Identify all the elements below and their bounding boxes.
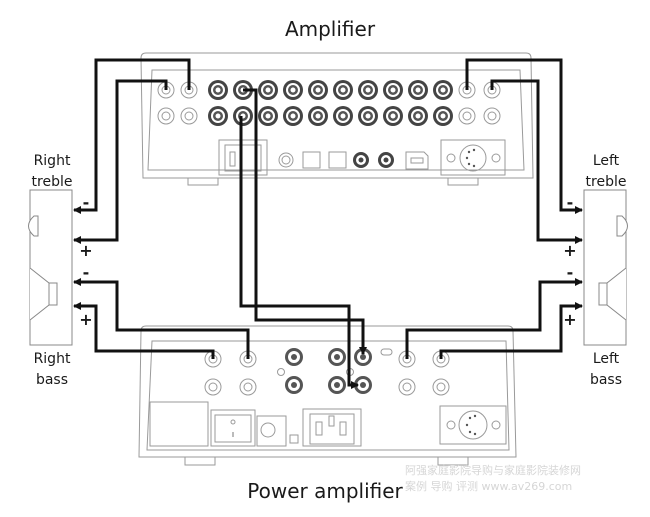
right-speaker xyxy=(28,189,73,346)
power-amp-fuse-holder xyxy=(256,415,287,447)
rca-jack xyxy=(333,106,353,126)
right-bass-label-line2: bass xyxy=(36,372,68,388)
rca-jack xyxy=(233,106,253,126)
watermark-line1: 阿强家庭影院导购与家庭影院装修网 xyxy=(405,463,581,477)
amplifier-foot-right xyxy=(447,177,479,186)
rca-jack xyxy=(408,80,428,100)
rca-jack xyxy=(308,80,328,100)
wire-left-bass-positive xyxy=(439,302,583,359)
amp-rca-jacks xyxy=(208,80,453,126)
rca-jack xyxy=(258,106,278,126)
right-treble-negative-sign: - xyxy=(83,193,90,212)
right-treble-label-line2: treble xyxy=(32,174,73,190)
right-tweeter-icon xyxy=(28,215,39,237)
amp-trigger-jack xyxy=(278,152,294,168)
amp-power-inlet xyxy=(218,139,268,176)
amplifier-unit xyxy=(140,52,534,186)
rca-jack xyxy=(433,106,453,126)
right-treble-positive-sign: + xyxy=(79,241,92,260)
amp-coax-jacks xyxy=(353,152,394,168)
power-amplifier-unit xyxy=(138,325,517,466)
power-switch xyxy=(210,409,256,447)
wire-right-treble-negative xyxy=(73,58,191,214)
power-amp-left-terminals xyxy=(398,350,450,396)
amp-optical-in-2 xyxy=(328,151,347,169)
rca-jack xyxy=(208,106,228,126)
left-bass-label-line2: bass xyxy=(590,372,622,388)
amplifier-title: Amplifier xyxy=(285,17,376,41)
power-amp-xlr-socket xyxy=(439,405,507,445)
right-treble-label-line1: Right xyxy=(34,153,71,169)
wire-right-bass-positive xyxy=(73,302,215,359)
amp-usb-port xyxy=(405,151,429,170)
left-treble-negative-sign: - xyxy=(567,193,574,212)
power-amp-switch-small xyxy=(380,348,393,356)
rca-jack xyxy=(383,106,403,126)
power-amp-blank-panel xyxy=(149,401,209,447)
rca-jack xyxy=(358,80,378,100)
wire-interconnect-2 xyxy=(239,116,359,389)
rca-jack xyxy=(283,106,303,126)
rca-jack xyxy=(433,80,453,100)
wire-interconnect-1 xyxy=(243,88,367,355)
power-amp-power-inlet xyxy=(302,408,362,447)
wire-right-treble-positive xyxy=(73,79,168,244)
wire-right-bass-negative xyxy=(73,278,250,359)
rca-jack xyxy=(208,80,228,100)
power-amp-foot-right xyxy=(437,456,469,466)
left-bass-negative-sign: - xyxy=(567,263,574,282)
right-bass-positive-sign: + xyxy=(79,310,92,329)
left-bass-positive-sign: + xyxy=(563,310,576,329)
amp-left-speaker-terminals xyxy=(458,81,501,125)
left-speaker xyxy=(583,189,628,346)
rca-jack xyxy=(283,80,303,100)
rca-jack xyxy=(358,106,378,126)
rca-jack xyxy=(333,80,353,100)
amp-optical-in-1 xyxy=(302,151,321,169)
rca-jack xyxy=(258,80,278,100)
watermark-line2: 案例 导购 评测 www.av269.com xyxy=(405,479,572,493)
left-treble-label-line1: Left xyxy=(593,153,620,169)
wire-left-bass-negative xyxy=(405,278,583,359)
wire-left-treble-positive xyxy=(490,79,583,244)
rca-jack xyxy=(408,106,428,126)
wires xyxy=(73,58,583,389)
power-amplifier-title: Power amplifier xyxy=(247,479,403,503)
left-treble-label-line2: treble xyxy=(586,174,627,190)
left-treble-positive-sign: + xyxy=(563,241,576,260)
wire-left-treble-negative xyxy=(465,58,583,214)
right-bass-label-line1: Right xyxy=(34,351,71,367)
amp-xlr-socket xyxy=(440,139,506,176)
left-bass-label-line1: Left xyxy=(593,351,620,367)
left-tweeter-icon xyxy=(616,215,628,237)
right-bass-negative-sign: - xyxy=(83,263,90,282)
amplifier-foot-left xyxy=(187,177,219,186)
power-amp-led xyxy=(289,434,299,444)
rca-jack xyxy=(308,106,328,126)
power-amp-foot-left xyxy=(184,456,216,466)
rca-jack xyxy=(383,80,403,100)
